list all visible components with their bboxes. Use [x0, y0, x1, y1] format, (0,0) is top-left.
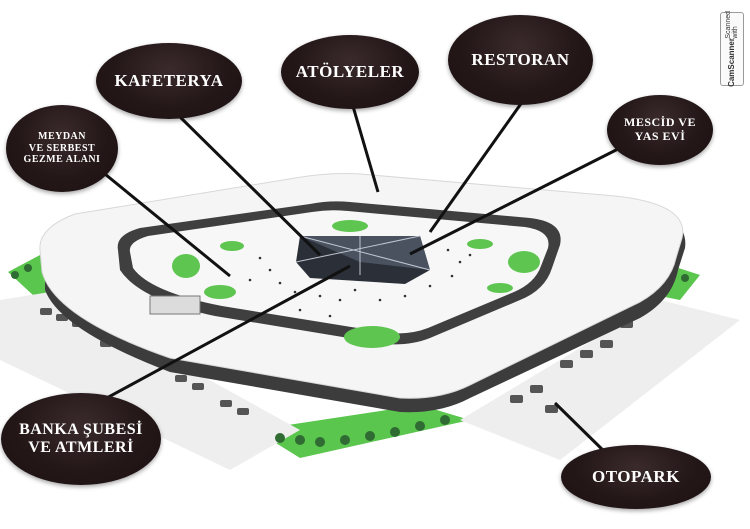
- callout-kafeterya: KAFETERYA: [96, 43, 242, 119]
- callout-banka: BANKA ŞUBESİ VE ATMLERİ: [1, 393, 161, 485]
- leader-meydan: [99, 168, 231, 278]
- leader-banka: [91, 264, 351, 408]
- watermark-line2: CamScanner: [727, 38, 736, 88]
- kiosk-block: [149, 295, 201, 315]
- parking-lot-right: [460, 300, 740, 460]
- leader-atolyeler: [348, 95, 380, 193]
- parking-lot-left: [0, 292, 300, 470]
- callout-otopark: OTOPARK: [561, 445, 711, 509]
- callout-atolyeler: ATÖLYELER: [281, 35, 419, 109]
- callout-mescid: MESCİD VE YAS EVİ: [607, 95, 713, 165]
- camscanner-watermark: Scanned with CamScanner: [720, 10, 744, 88]
- leader-lines: [91, 95, 621, 462]
- trees: [11, 264, 689, 447]
- callout-meydan: MEYDAN VE SERBEST GEZME ALANI: [6, 105, 118, 192]
- callout-restoran: RESTORAN: [448, 15, 593, 105]
- people: [248, 248, 472, 318]
- green-islands: [172, 220, 540, 348]
- watermark-line1: Scanned with: [725, 10, 739, 39]
- central-pavilion: [295, 235, 431, 284]
- leader-mescid: [409, 146, 621, 256]
- grass-strip-bottom: [255, 405, 470, 458]
- leader-kafeterya: [173, 110, 322, 257]
- leader-restoran: [428, 97, 527, 233]
